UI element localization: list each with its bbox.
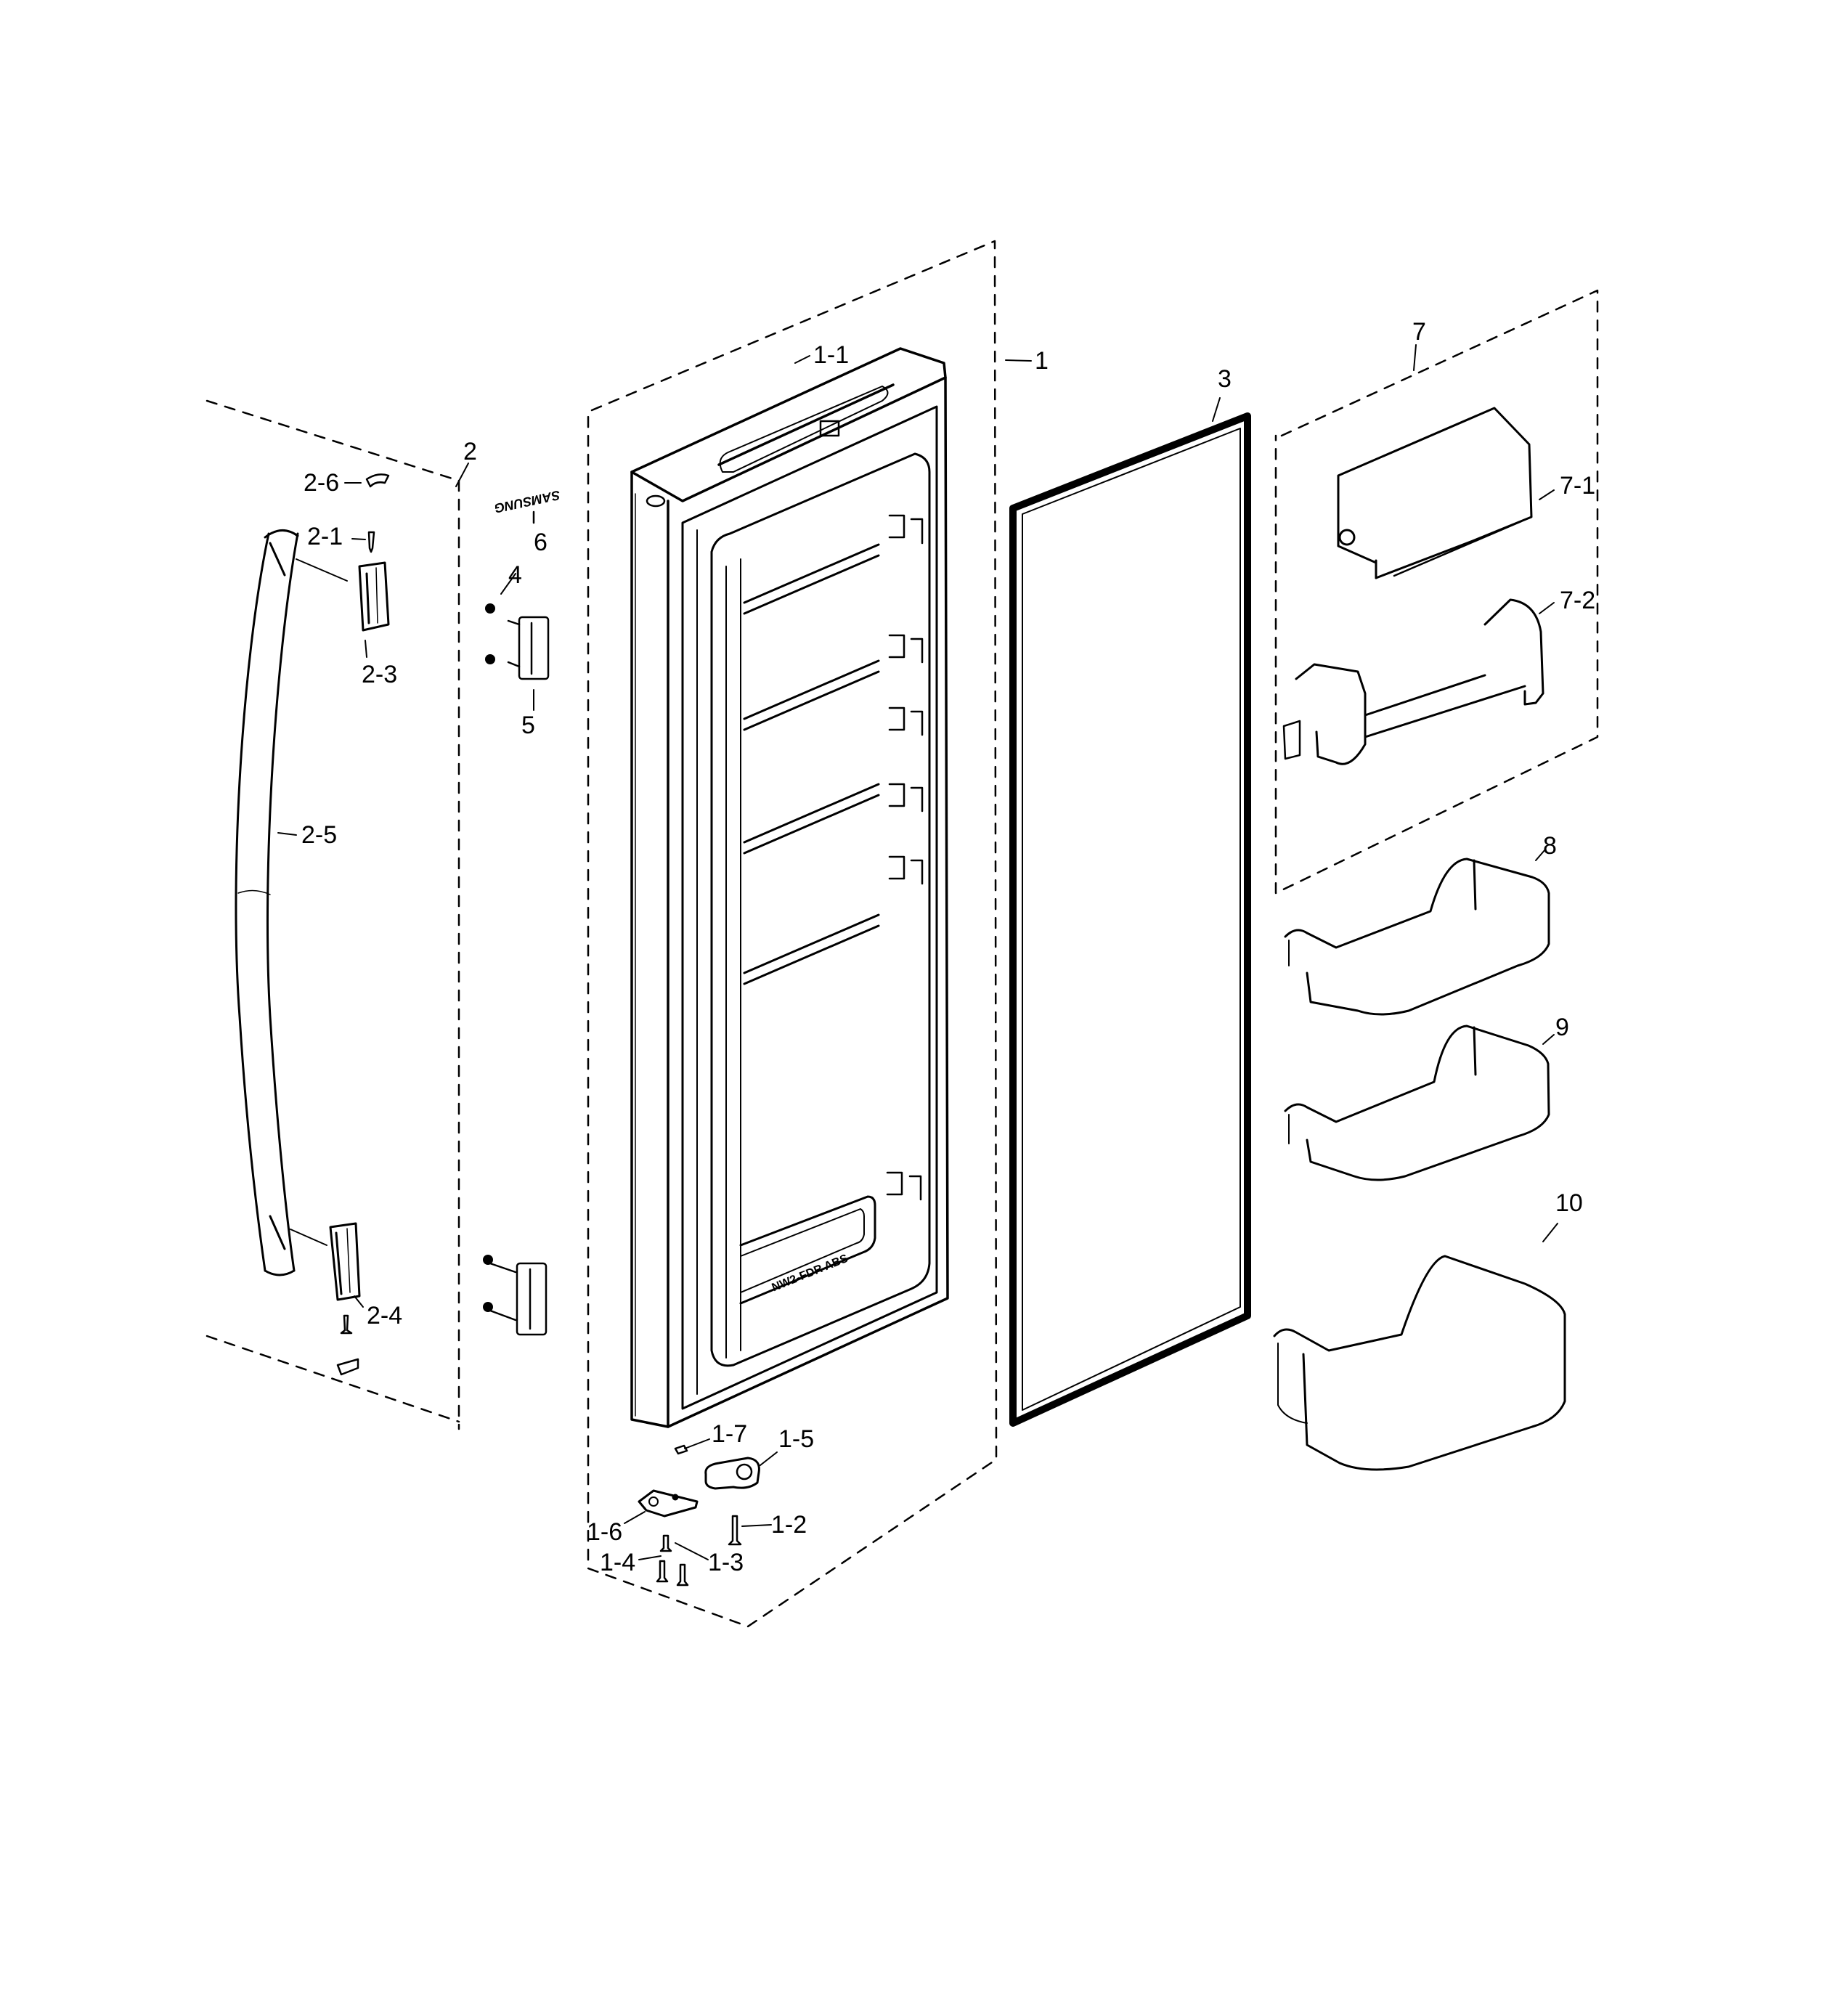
callout-2-5: 2-5 <box>301 821 338 849</box>
screws-parts-1-2-1-3-1-4 <box>656 1515 742 1587</box>
door-bin-part-10 <box>1273 1255 1566 1471</box>
handle-part-2-5 <box>235 529 299 1276</box>
callout-6: 6 <box>534 529 548 556</box>
group-7-boundary <box>1274 289 1599 895</box>
door-bin-part-9 <box>1284 1025 1550 1181</box>
callout-10: 10 <box>1555 1189 1583 1217</box>
callout-2-6: 2-6 <box>304 469 340 497</box>
callout-3: 3 <box>1218 365 1232 393</box>
leader-lines <box>277 344 1558 1560</box>
dairy-cover-part-7-1 <box>1337 407 1533 579</box>
door-part-1 <box>630 347 949 1428</box>
clip-part-2-6 <box>365 473 390 488</box>
callout-1-5: 1-5 <box>778 1425 815 1453</box>
screw-bottom-hinge <box>483 1255 493 1312</box>
hinge-bracket-part-1-5 <box>704 1457 760 1490</box>
callout-1-4: 1-4 <box>600 1549 636 1576</box>
callout-1-7: 1-7 <box>712 1420 748 1448</box>
callout-1-3: 1-3 <box>708 1549 744 1576</box>
door-bin-part-8 <box>1284 858 1550 1016</box>
clip-bottom-handle <box>336 1358 359 1376</box>
callout-1-1: 1-1 <box>813 341 850 369</box>
callout-2-3: 2-3 <box>362 661 398 688</box>
callout-5: 5 <box>521 712 535 739</box>
handle-cap-part-2-3 <box>358 561 390 632</box>
screw-part-2-1 <box>367 531 375 553</box>
callout-9: 9 <box>1555 1014 1569 1041</box>
dairy-bin-part-7-2 <box>1282 598 1544 765</box>
callout-2: 2 <box>463 438 477 465</box>
hinge-bottom-part <box>489 1262 548 1336</box>
gasket-part-3 <box>1009 412 1251 1427</box>
callout-4: 4 <box>508 561 522 589</box>
screw-bottom-handle <box>340 1314 353 1335</box>
hinge-top-part-5 <box>507 616 550 680</box>
callout-7-1: 7-1 <box>1560 472 1596 500</box>
callout-1: 1 <box>1035 347 1049 375</box>
callout-8: 8 <box>1543 832 1557 860</box>
callout-7: 7 <box>1412 318 1426 346</box>
group-2-boundary <box>205 399 460 1430</box>
callout-7-2: 7-2 <box>1560 587 1596 614</box>
group-1-boundary <box>587 240 998 1628</box>
cap-part-1-7 <box>674 1444 688 1455</box>
screw-part-4-top <box>485 603 495 664</box>
plate-part-1-6 <box>638 1489 699 1518</box>
handle-cap-part-2-4 <box>329 1222 361 1301</box>
callout-2-1: 2-1 <box>307 523 343 550</box>
callout-2-4: 2-4 <box>367 1302 403 1329</box>
callout-1-6: 1-6 <box>587 1518 623 1546</box>
callout-1-2: 1-2 <box>771 1511 807 1539</box>
